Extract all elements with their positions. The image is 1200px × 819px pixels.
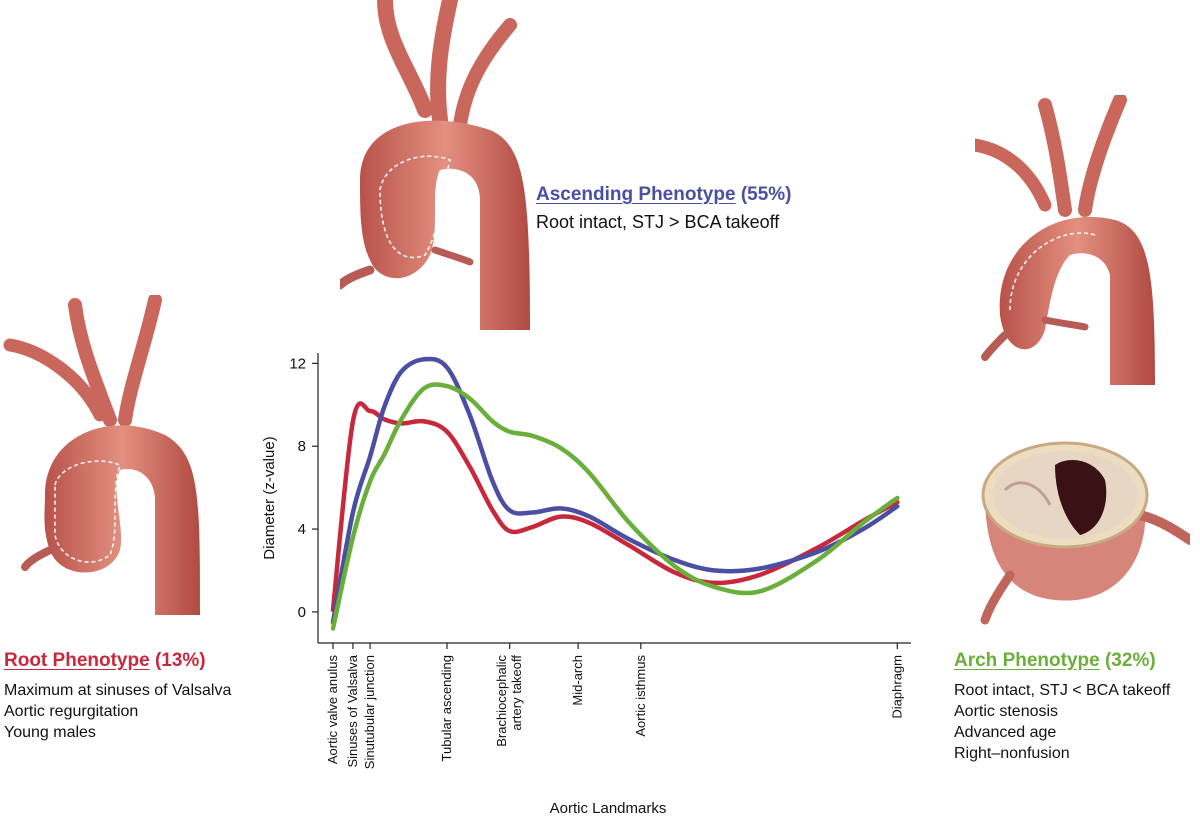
x-tick-label: Sinuses of Valsalva <box>345 654 360 767</box>
ascending-aorta-illustration <box>340 0 530 330</box>
x-tick-label: Tubular ascending <box>439 655 454 761</box>
y-tick-label: 8 <box>298 438 306 455</box>
arch-aorta-illustration <box>975 95 1155 385</box>
root-phenotype-percent: (13%) <box>154 650 206 671</box>
ascending-phenotype-line <box>330 356 900 625</box>
y-tick-label: 12 <box>289 355 306 372</box>
arch-phenotype-line <box>330 382 900 631</box>
arch-phenotype-block: Arch Phenotype (32%) Root intact, STJ < … <box>954 650 1170 764</box>
arch-phenotype-percent: (32%) <box>1104 650 1156 671</box>
x-tick-label: Mid-arch <box>570 655 585 706</box>
y-tick-label: 4 <box>298 521 306 538</box>
ascending-phenotype-title: Ascending Phenotype (55%) <box>536 184 792 206</box>
arch-phenotype-line: Right–nonfusion <box>954 745 1070 762</box>
arch-phenotype-line: Advanced age <box>954 724 1057 741</box>
root-phenotype-line: Maximum at sinuses of Valsalva <box>4 682 232 699</box>
arch-phenotype-line: Aortic stenosis <box>954 703 1059 720</box>
arch-phenotype-line: Root intact, STJ < BCA takeoff <box>954 682 1171 699</box>
ascending-phenotype-name: Ascending Phenotype <box>536 184 736 205</box>
y-axis-title: Diameter (z-value) <box>261 436 278 559</box>
x-tick-label: Aortic valve anulus <box>325 655 340 765</box>
root-phenotype-line: Young males <box>4 724 96 741</box>
root-phenotype-block: Root Phenotype (13%) Maximum at sinuses … <box>4 650 231 743</box>
x-tick-label: Diaphragm <box>889 655 904 719</box>
x-axis-title: Aortic Landmarks <box>550 800 667 817</box>
x-tick-label: Aortic isthmus <box>633 655 648 737</box>
arch-phenotype-title: Arch Phenotype (32%) <box>954 650 1170 672</box>
ascending-phenotype-line: Root intact, STJ > BCA takeoff <box>536 212 780 232</box>
y-tick-label: 0 <box>298 604 306 621</box>
aortic-valve-illustration <box>980 441 1190 625</box>
root-phenotype-name: Root Phenotype <box>4 650 150 671</box>
root-aorta-illustration <box>3 295 201 615</box>
x-tick-label: Sinutubular junction <box>362 655 377 769</box>
root-phenotype-line: Aortic regurgitation <box>4 703 139 720</box>
x-tick-label: Brachiocephalicartery takeoff <box>494 655 524 747</box>
ascending-phenotype-block: Ascending Phenotype (55%) Root intact, S… <box>536 184 792 234</box>
arch-phenotype-name: Arch Phenotype <box>954 650 1100 671</box>
root-phenotype-title: Root Phenotype (13%) <box>4 650 231 672</box>
ascending-phenotype-percent: (55%) <box>740 184 792 205</box>
